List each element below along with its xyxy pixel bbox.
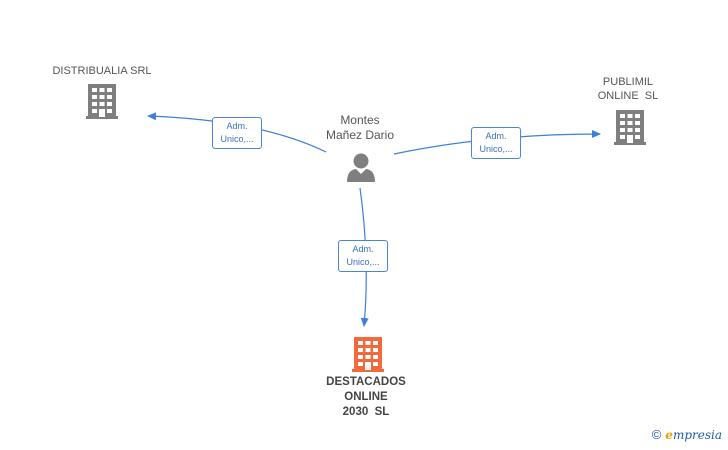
company-label-distribualia[interactable]: DISTRIBUALIA SRL bbox=[32, 64, 172, 78]
company-name-line: PUBLIMIL bbox=[602, 76, 654, 88]
company-name-line: ONLINE bbox=[344, 391, 388, 403]
person-name[interactable]: Montes Mañez Dario bbox=[310, 113, 410, 143]
copyright-symbol: © bbox=[651, 427, 662, 442]
brand-logo-e: e bbox=[665, 428, 673, 442]
person-icon[interactable] bbox=[347, 153, 375, 183]
brand-name: mpresia bbox=[672, 428, 722, 442]
destacados-building-icon[interactable] bbox=[352, 337, 384, 372]
company-name-line: 2030 SL bbox=[342, 406, 390, 418]
edge-label-line1: Adm. bbox=[485, 131, 507, 141]
edge-label-line1: Adm. bbox=[226, 121, 248, 131]
company-label-publimil[interactable]: PUBLIMIL ONLINE SL bbox=[578, 75, 678, 103]
person-name-line1: Montes bbox=[340, 113, 380, 127]
company-label-destacados[interactable]: DESTACADOS ONLINE 2030 SL bbox=[308, 375, 424, 420]
company-name-line: DESTACADOS bbox=[326, 376, 406, 388]
edge-label-line2: Unico,... bbox=[479, 144, 513, 154]
edge-label-destacados[interactable]: Adm. Unico,... bbox=[338, 240, 388, 272]
person-name-line2: Mañez Dario bbox=[325, 128, 395, 142]
company-name-line: ONLINE SL bbox=[597, 90, 659, 102]
empresia-brand[interactable]: ©empresia bbox=[652, 427, 722, 442]
company-name-line: DISTRIBUALIA SRL bbox=[52, 65, 152, 77]
edge-label-publimil[interactable]: Adm. Unico,... bbox=[471, 127, 521, 159]
edge-label-distribualia[interactable]: Adm. Unico,... bbox=[212, 117, 262, 149]
edge-label-line2: Unico,... bbox=[346, 257, 380, 267]
edge-label-line1: Adm. bbox=[352, 244, 374, 254]
distribualia-building-icon[interactable] bbox=[86, 84, 118, 119]
edge-label-line2: Unico,... bbox=[220, 134, 254, 144]
publimil-building-icon[interactable] bbox=[614, 110, 646, 145]
